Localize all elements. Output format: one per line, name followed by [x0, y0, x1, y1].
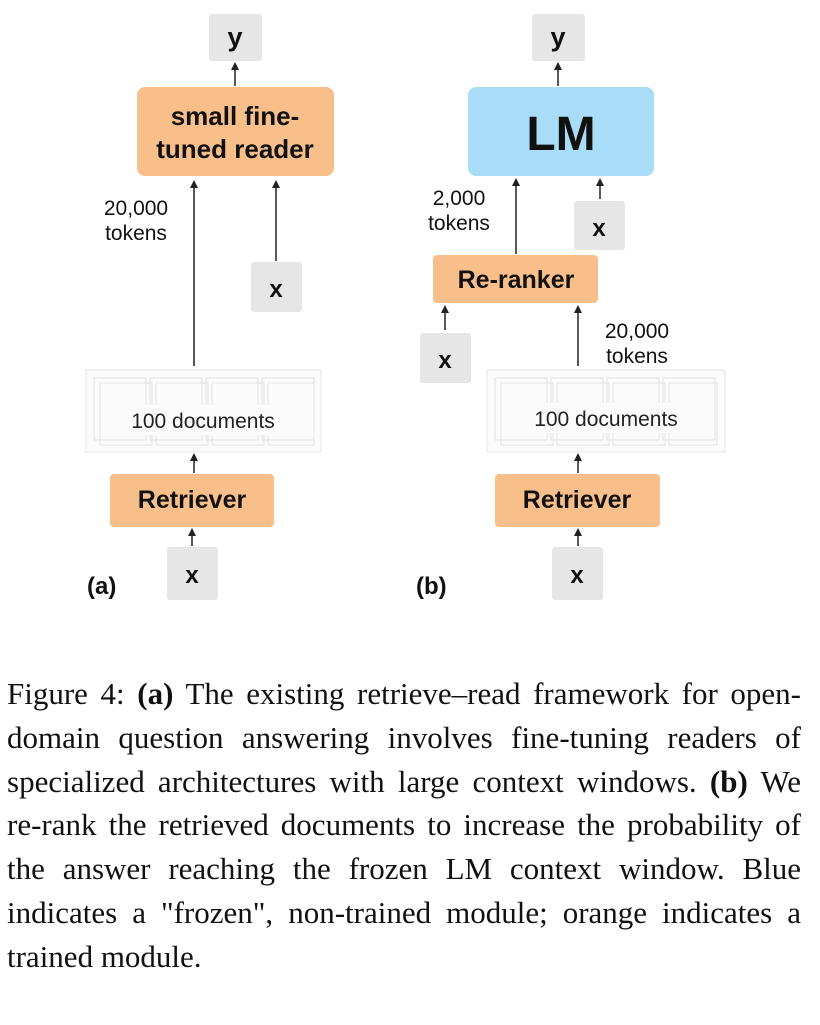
panel-a-query-reader-box [251, 262, 302, 312]
panel-b-query-reranker-label: x [438, 347, 452, 374]
panel-b-lm-label: LM [526, 108, 595, 161]
panel-a-query-retriever-label: x [185, 562, 199, 589]
panel-b-label: (b) [416, 573, 447, 600]
caption-part-b-text: We re-rank the retrieved documents to in… [7, 763, 801, 974]
panel-b-query-reranker-box [420, 333, 471, 383]
panel-b-query-lm-label: x [592, 215, 606, 242]
panel-a-query-reader-label: x [269, 276, 283, 303]
panel-a-output-box [209, 14, 262, 61]
panel-b-reranker-box [433, 255, 598, 303]
panel-a-reader-label-2: tuned reader [156, 134, 314, 164]
panel-a-tokens-line-1: 20,000 [104, 197, 168, 220]
panel-b-documents-label: 100 documents [534, 408, 678, 431]
panel-b-tokens-lm-line-2: tokens [428, 212, 490, 235]
diagram-canvas: y small fine- tuned reader 20,000 tokens… [85, 14, 726, 600]
retrieve-read-diagram: y small fine- tuned reader 20,000 tokens… [85, 14, 726, 600]
panel-a: y small fine- tuned reader 20,000 tokens… [85, 14, 334, 600]
panel-b-lm-box [468, 87, 654, 176]
panel-a-retriever-label: Retriever [138, 486, 247, 514]
panel-a-label: (a) [87, 573, 116, 600]
panel-b-output-label: y [550, 22, 565, 52]
figure-caption: Figure 4: (a) The existing retrieve–read… [7, 672, 801, 979]
panel-b-output-box [532, 14, 585, 61]
caption-part-b-marker: (b) [709, 763, 748, 799]
panel-b-retriever-box [495, 474, 660, 527]
panel-a-query-retriever-box [167, 547, 218, 600]
caption-part-a-text: The existing retrieve–read framework for… [7, 676, 801, 799]
panel-b-reranker-label: Re-ranker [458, 266, 575, 294]
panel-a-documents-stack [85, 369, 322, 453]
panel-a-output-label: y [227, 22, 242, 52]
caption-label: Figure 4: [7, 676, 125, 711]
panel-b-tokens-lm-line-1: 2,000 [433, 187, 486, 210]
panel-b-query-retriever-label: x [570, 562, 584, 589]
panel-b-retriever-label: Retriever [523, 486, 632, 514]
caption-part-a-marker: (a) [137, 676, 174, 711]
panel-a-reader-label-1: small fine- [171, 101, 300, 131]
panel-a-documents-label: 100 documents [131, 410, 275, 433]
panel-b-query-retriever-box [552, 547, 603, 600]
panel-b-tokens-reranker-line-2: tokens [606, 345, 668, 368]
panel-b: y LM 2,000 tokens x Re-ranker x 20,000 t… [416, 14, 726, 600]
panel-b-documents-stack [486, 369, 726, 453]
panel-b-tokens-reranker-line-1: 20,000 [605, 320, 669, 343]
panel-b-query-lm-box [574, 201, 625, 250]
panel-a-retriever-box [110, 474, 274, 527]
panel-a-reader-box [137, 87, 334, 176]
panel-a-tokens-line-2: tokens [105, 222, 167, 245]
